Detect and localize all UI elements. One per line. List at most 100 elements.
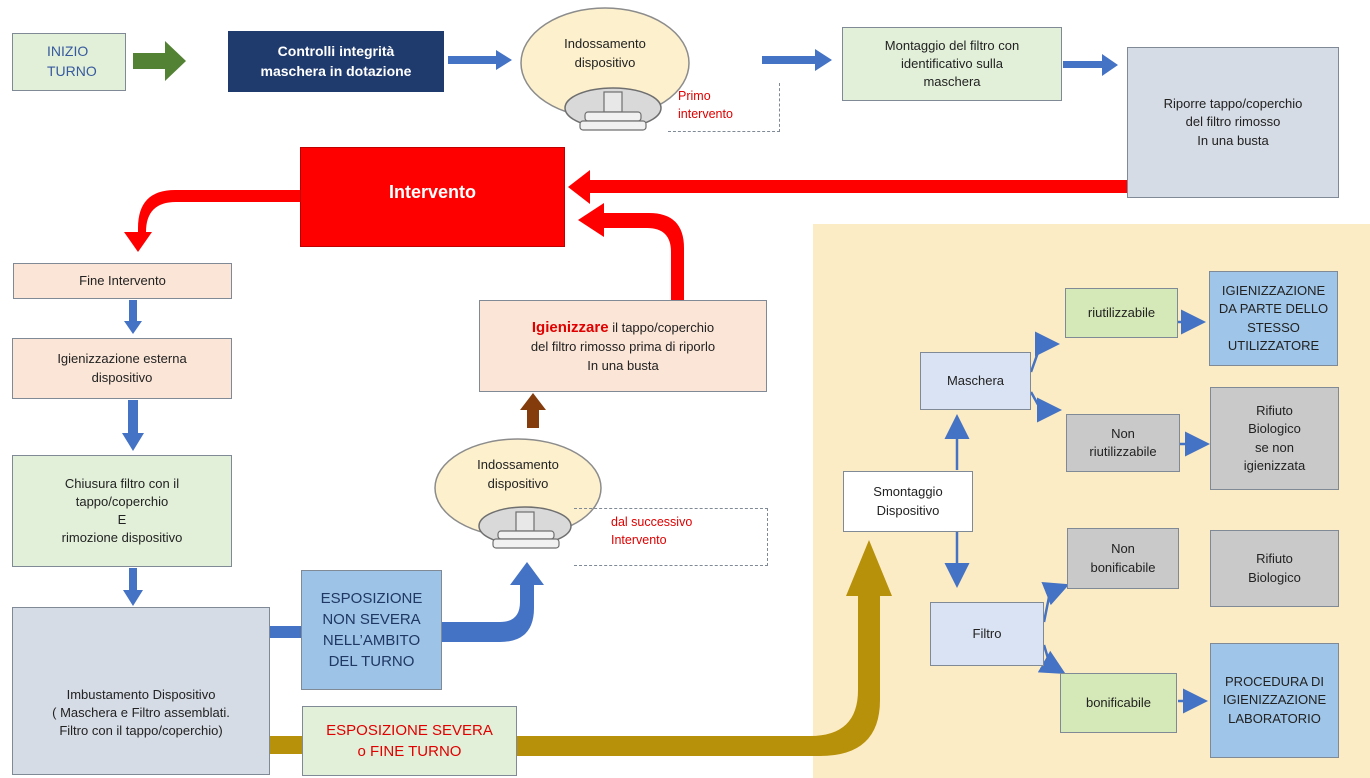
riutilizzabile-box: riutilizzabile — [1065, 288, 1178, 338]
non-bonificabile-line-1: Non — [1111, 541, 1135, 557]
arrow-controlli-indossamento — [448, 50, 512, 70]
igienizzare-bold: Igienizzare — [531, 319, 609, 337]
rifiuto-non-igienizzata-box: Rifiuto Biologico se non igienizzata — [1210, 387, 1339, 490]
chiusura-line-4: rimozione dispositivo — [61, 530, 183, 546]
chiusura-filtro-box: Chiusura filtro con il tappo/coperchio E… — [12, 455, 232, 567]
chiusura-line-1: Chiusura filtro con il — [64, 475, 180, 491]
indossamento1-line-2: dispositivo — [574, 54, 636, 70]
indossamento2-line-1: Indossamento — [477, 457, 559, 472]
maschera-label: Maschera — [946, 372, 1005, 388]
esposizione-severa-box: ESPOSIZIONE SEVERA o FINE TURNO — [302, 706, 517, 776]
arrow-riporre-intervento — [568, 170, 1127, 204]
igienizzazione-esterna-box: Igienizzazione esterna dispositivo — [12, 338, 232, 399]
utilizzatore-line-3: STESSO — [1247, 319, 1300, 335]
arrow-igienizzazione-chiusura — [122, 400, 144, 451]
arrow-inizio-controlli — [133, 41, 186, 81]
inizio-turno-box: INIZIO TURNO — [12, 33, 126, 91]
arrow-nonsevera-indossamento2 — [442, 562, 544, 642]
non-bonificabile-line-2: bonificabile — [1090, 559, 1156, 575]
procedura-line-2: IGIENIZZAZIONE — [1222, 692, 1327, 708]
imbustamento-box: Imbustamento Dispositivo ( Maschera e Fi… — [12, 607, 270, 775]
montaggio-line-2: identificativo sulla — [901, 55, 1003, 71]
utilizzatore-line-1: IGIENIZZAZIONE — [1221, 283, 1326, 299]
arrow-fine-igienizzazione — [124, 300, 142, 334]
igienizzare-line-2: del filtro rimosso prima di riporlo — [530, 339, 716, 355]
procedura-laboratorio-box: PROCEDURA DI IGIENIZZAZIONE LABORATORIO — [1210, 643, 1339, 758]
non-riutilizzabile-line-2: riutilizzabile — [1089, 444, 1157, 459]
non-severa-line-2: NON SEVERA — [322, 611, 421, 628]
riporre-line-1: Riporre tappo/coperchio — [1163, 96, 1303, 112]
severa-line-2: o FINE TURNO — [357, 743, 462, 760]
rifiuto-ni-line-3: se non — [1254, 439, 1295, 455]
mask-device-2 — [434, 438, 602, 549]
smontaggio-dispositivo-box: Smontaggio Dispositivo — [843, 471, 973, 532]
inizio-line-1: INIZIO — [47, 43, 89, 60]
indossamento1-line-1: Indossamento — [564, 36, 646, 51]
arrow-imbustamento-severa — [270, 736, 302, 754]
arrow-intervento-fine — [124, 190, 300, 252]
primo-line-2: intervento — [678, 107, 733, 122]
esposizione-non-severa-box: ESPOSIZIONE NON SEVERA NELL’AMBITO DEL T… — [301, 570, 442, 690]
chiusura-line-2: tappo/coperchio — [75, 493, 169, 509]
igienizzare-line-1: Igienizzare il tappo/coperchio — [532, 317, 714, 338]
non-severa-line-1: ESPOSIZIONE — [320, 590, 423, 607]
non-severa-line-3: NELL’AMBITO — [322, 632, 421, 649]
inizio-line-2: TURNO — [47, 63, 97, 79]
arrow-chiusura-imbustamento — [123, 568, 143, 606]
arrow-igienizzare-intervento — [578, 203, 684, 300]
fine-intervento-label: Fine Intervento — [79, 272, 166, 288]
riporre-tappo-box: Riporre tappo/coperchio del filtro rimos… — [1127, 47, 1339, 198]
indossamento-label-2: Indossamento dispositivo — [453, 456, 583, 494]
rifiuto-ni-line-4: igienizzata — [1243, 457, 1306, 473]
primo-intervento-caption: Primo intervento — [668, 83, 780, 132]
arrow-filtro-bonificabile — [1037, 644, 1066, 674]
successivo-intervento-caption: dal successivo Intervento — [574, 508, 768, 566]
rifiuto-ni-line-2: Biologico — [1248, 421, 1301, 437]
filtro-label: Filtro — [972, 625, 1002, 641]
montaggio-filtro-box: Montaggio del filtro con identificativo … — [842, 27, 1062, 101]
arrow-imbustamento-nonsevera — [270, 626, 301, 638]
riutilizzabile-label: riutilizzabile — [1087, 304, 1156, 320]
severa-line-1: ESPOSIZIONE SEVERA — [326, 722, 493, 739]
arrow-indossamento-montaggio — [762, 49, 832, 71]
filtro-box: Filtro — [930, 602, 1044, 666]
arrow-filtro-nonbonificabile — [1041, 581, 1070, 623]
arrow-montaggio-riporre — [1063, 54, 1118, 76]
arrow-indossamento2-igienizzare — [520, 393, 546, 428]
rifiuto-ni-line-1: Rifiuto — [1256, 403, 1293, 419]
intervento-box: Intervento — [300, 147, 565, 247]
igienizzare-tappo-box: Igienizzare il tappo/coperchio del filtr… — [479, 300, 767, 392]
smontaggio-line-2: Dispositivo — [876, 502, 940, 518]
igienizzazione-utilizzatore-box: IGIENIZZAZIONE DA PARTE DELLO STESSO UTI… — [1209, 271, 1338, 366]
primo-line-1: Primo — [678, 89, 711, 103]
igienizzazione-esterna-line-1: Igienizzazione esterna — [57, 351, 187, 367]
arrow-severa-smontaggio — [517, 540, 892, 756]
controlli-line-1: Controlli integrità — [277, 42, 395, 59]
rifiuto-biologico-box: Rifiuto Biologico — [1210, 530, 1339, 607]
fine-intervento-box: Fine Intervento — [13, 263, 232, 299]
bonificabile-box: bonificabile — [1060, 673, 1177, 733]
indossamento-label-1: Indossamento dispositivo — [540, 35, 670, 73]
procedura-line-1: PROCEDURA DI — [1225, 674, 1324, 690]
smontaggio-line-1: Smontaggio — [873, 484, 943, 500]
igienizzazione-esterna-line-2: dispositivo — [91, 369, 153, 385]
non-severa-line-4: DEL TURNO — [328, 653, 415, 670]
riporre-line-3: In una busta — [1197, 132, 1269, 148]
mask-device-1 — [520, 7, 690, 131]
maschera-box: Maschera — [920, 352, 1031, 410]
rifiuto-line-1: Rifiuto — [1256, 551, 1293, 567]
procedura-line-3: LABORATORIO — [1228, 710, 1321, 726]
bonificabile-label: bonificabile — [1085, 694, 1152, 710]
non-bonificabile-box: Non bonificabile — [1067, 528, 1179, 589]
arrow-maschera-nonriutilizzabile — [1029, 391, 1062, 423]
utilizzatore-line-4: UTILIZZATORE — [1227, 337, 1320, 353]
utilizzatore-line-2: DA PARTE DELLO — [1218, 301, 1329, 317]
imbustamento-line-1: Imbustamento Dispositivo — [66, 686, 216, 702]
controlli-line-2: maschera in dotazione — [260, 62, 412, 79]
intervento-label: Intervento — [388, 182, 476, 203]
indossamento2-line-2: dispositivo — [487, 475, 549, 491]
non-riutilizzabile-box: Non riutilizzabile — [1066, 414, 1180, 472]
imbustamento-line-3: Filtro con il tappo/coperchio) — [59, 723, 223, 739]
successivo-line-1: dal successivo — [611, 515, 693, 529]
